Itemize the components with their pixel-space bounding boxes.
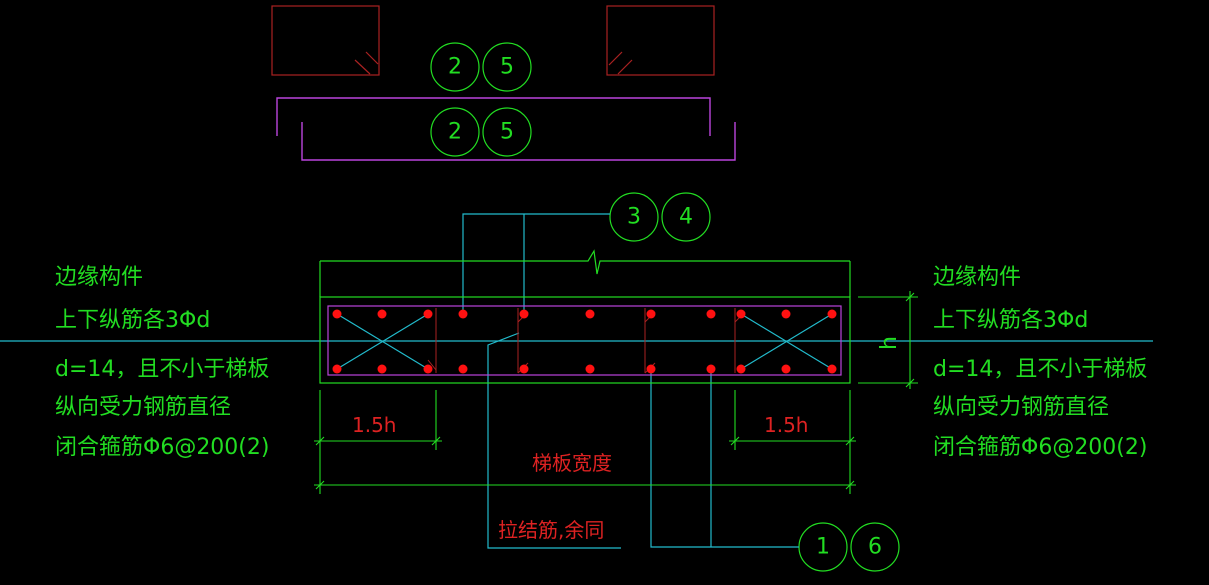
leader-lines <box>462 213 799 549</box>
callout-bottom-b: 6 <box>868 535 882 560</box>
dim-left-label: 1.5h <box>352 413 396 437</box>
tie-note: 拉结筋,余同 <box>498 518 604 542</box>
callout-top-2-b: 5 <box>500 120 514 145</box>
callout-top-1 <box>430 42 532 92</box>
left-note-line3: 纵向受力钢筋直径 <box>55 395 231 420</box>
rebar-dots <box>332 309 837 374</box>
top-right-detail-box <box>606 5 715 76</box>
callout-mid-a: 3 <box>627 205 641 230</box>
callout-top-1-a: 2 <box>448 55 462 80</box>
left-note-line4: 闭合箍筋Φ6@200(2) <box>55 435 269 460</box>
dim-height-label: h <box>877 336 902 350</box>
right-notes: 边缘构件 上下纵筋各3Φd d=14，且不小于梯板 纵向受力钢筋直径 闭合箍筋Φ… <box>933 265 1147 460</box>
callout-mid <box>609 192 711 242</box>
left-note-line1: 上下纵筋各3Φd <box>55 308 210 333</box>
top-left-detail-box <box>271 5 380 76</box>
right-note-line2: d=14，且不小于梯板 <box>933 357 1147 382</box>
callout-bottom <box>798 522 900 572</box>
callout-top-2-a: 2 <box>448 120 462 145</box>
top-bracket-lower <box>301 122 736 161</box>
left-note-title: 边缘构件 <box>55 265 143 290</box>
right-note-line4: 闭合箍筋Φ6@200(2) <box>933 435 1147 460</box>
cross-ties <box>336 313 833 370</box>
slab-outline <box>319 249 851 384</box>
callout-top-1-b: 5 <box>500 55 514 80</box>
right-note-title: 边缘构件 <box>933 265 1021 290</box>
rebar-cage <box>327 305 842 376</box>
dim-right-label: 1.5h <box>764 413 808 437</box>
right-note-line3: 纵向受力钢筋直径 <box>933 395 1109 420</box>
callout-bottom-a: 1 <box>816 535 830 560</box>
right-note-line1: 上下纵筋各3Φd <box>933 308 1088 333</box>
top-bracket-upper <box>276 97 711 136</box>
left-notes: 边缘构件 上下纵筋各3Φd d=14，且不小于梯板 纵向受力钢筋直径 闭合箍筋Φ… <box>55 265 269 460</box>
callout-top-2 <box>430 107 532 157</box>
dimension-lines <box>314 291 918 494</box>
callout-mid-b: 4 <box>679 205 693 230</box>
left-note-line2: d=14，且不小于梯板 <box>55 357 269 382</box>
dim-total-label: 梯板宽度 <box>532 451 612 475</box>
